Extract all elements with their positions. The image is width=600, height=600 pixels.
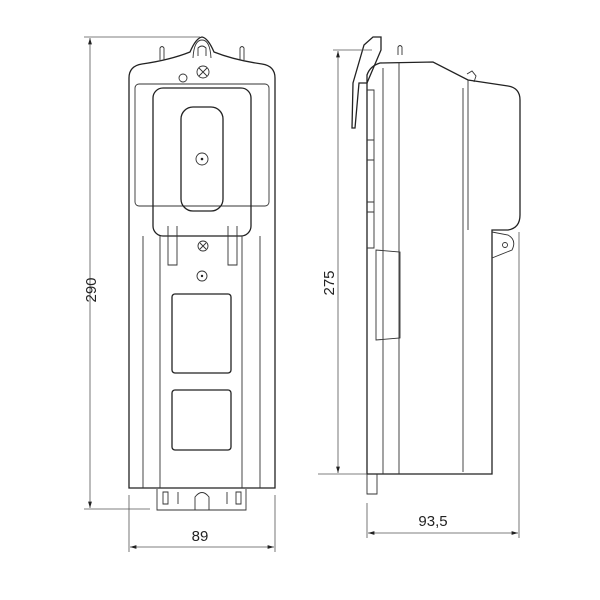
side-body-outline: [366, 61, 521, 475]
left-pin: [159, 46, 165, 60]
side-depth-dimension: 93,5: [366, 232, 520, 538]
side-height-dimension: 275: [318, 49, 372, 475]
front-body-outline: [128, 36, 276, 489]
side-hanger: [351, 36, 382, 129]
cover-latches: [167, 226, 238, 266]
side-depth-label: 93,5: [418, 513, 447, 530]
cover-window: [180, 106, 224, 212]
side-window-profile: [375, 249, 401, 341]
side-lug-hole: [502, 242, 508, 248]
front-view: [128, 36, 276, 511]
middle-screw-icon: [197, 240, 209, 252]
lower-window: [171, 389, 232, 451]
side-bottom-plate: [366, 474, 378, 495]
bottom-clip: [156, 489, 247, 511]
side-lug: [491, 231, 515, 259]
side-back-plate: [382, 62, 400, 474]
side-height-label: 275: [321, 270, 338, 295]
side-tab: [466, 70, 477, 83]
side-pin: [397, 45, 403, 55]
middle-screw-hole: [196, 270, 208, 282]
right-pin: [239, 46, 245, 60]
side-rails: [142, 236, 261, 488]
upper-window: [171, 293, 232, 374]
front-width-label: 89: [192, 528, 209, 545]
front-height-label: 290: [83, 277, 100, 302]
hanger-loop: [192, 39, 212, 59]
top-small-screw: [178, 73, 188, 83]
front-width-dimension: 89: [128, 495, 276, 552]
cover-inner: [152, 87, 252, 237]
front-height-dimension: 290: [83, 36, 200, 510]
side-clips: [367, 89, 375, 249]
cover-screw: [195, 152, 209, 166]
cover-outer: [134, 83, 270, 207]
side-view: [351, 36, 521, 495]
top-screw-icon: [196, 65, 210, 79]
